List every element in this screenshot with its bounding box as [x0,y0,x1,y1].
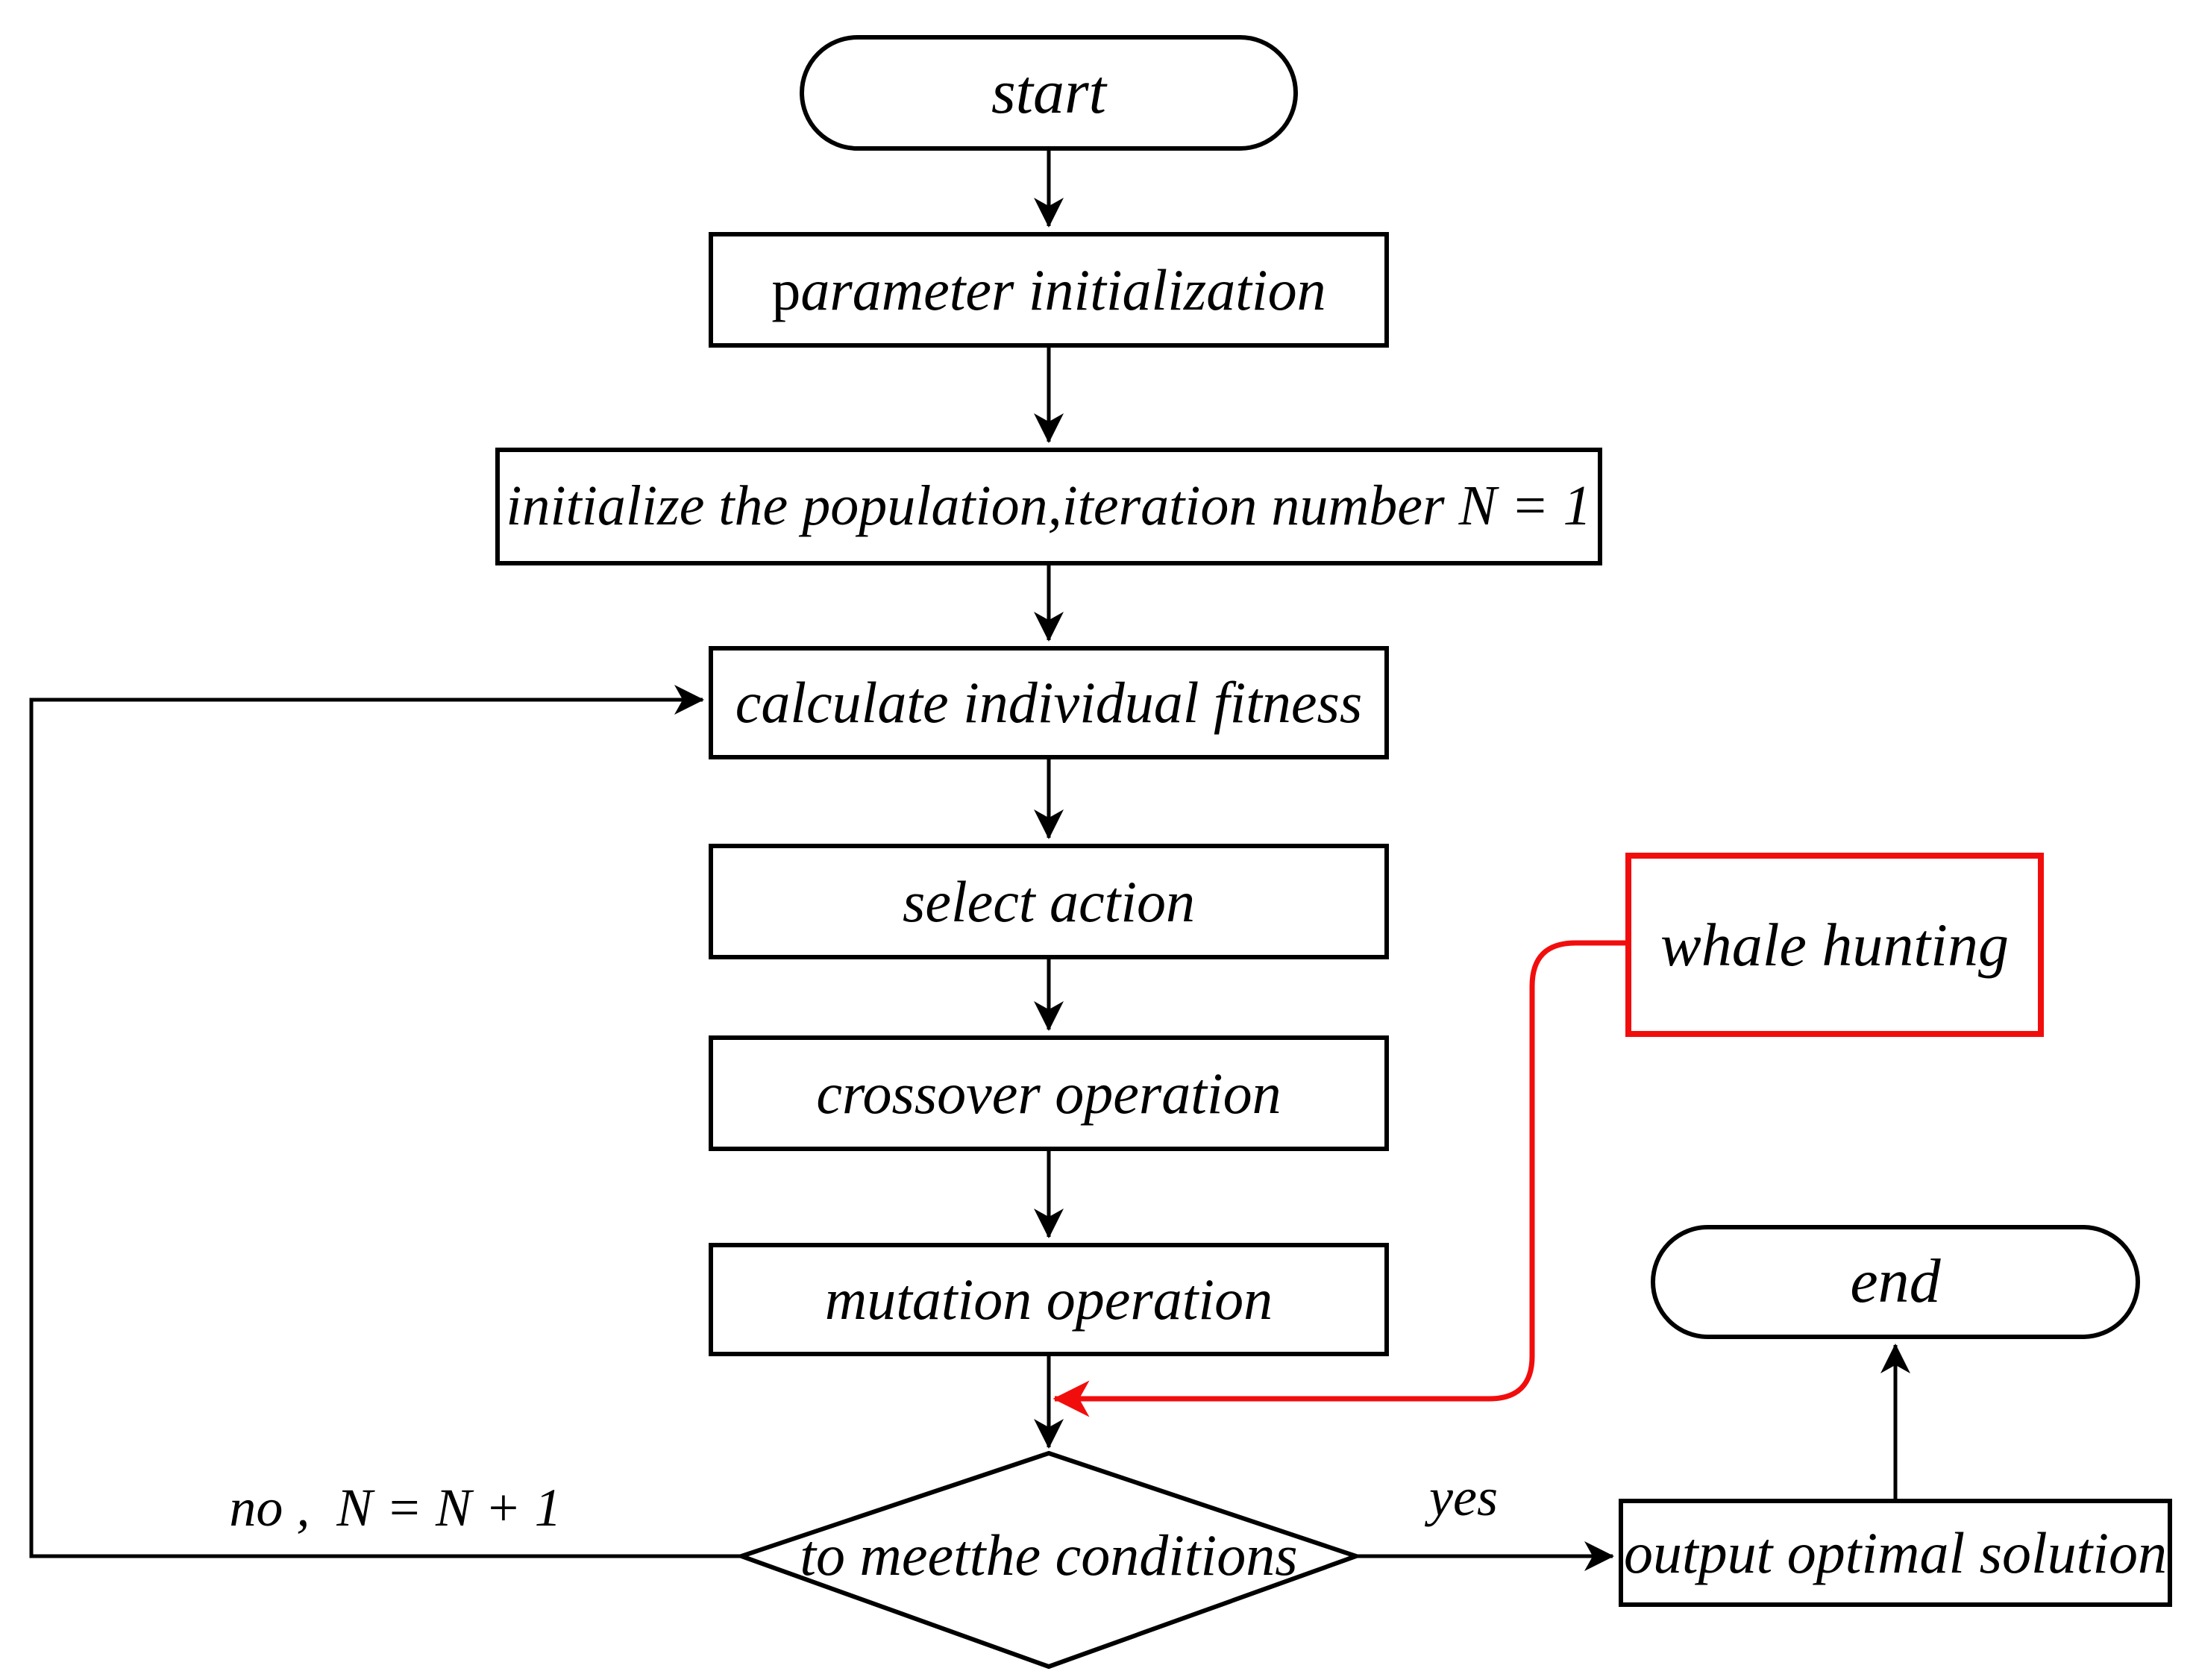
edge-label-yes: yes [1429,1467,1498,1527]
node-whale-hunting-label: whale hunting [1660,910,2009,979]
node-mutation-operation: mutation operation [709,1243,1389,1356]
node-mutation-operation-label: mutation operation [824,1267,1273,1332]
node-start-label: start [991,57,1107,128]
node-calculate-fitness-label: calculate individual fitness [735,670,1363,736]
node-initialize-population-label: initialize the population,iteration numb… [506,474,1592,538]
node-calculate-fitness: calculate individual fitness [709,646,1389,759]
node-parameter-initialization: parameter initialization [709,232,1389,348]
edge-label-no: no , N = N + 1 [229,1478,562,1538]
node-condition-label: to meetthe conditions [800,1523,1298,1587]
node-end: end [1651,1225,2140,1339]
node-whale-hunting: whale hunting [1625,853,2044,1037]
node-select-action-label: select action [902,868,1196,934]
node-end-label: end [1850,1247,1941,1317]
node-output-solution: output optimal solution [1619,1499,2172,1607]
node-crossover-operation: crossover operation [709,1035,1389,1151]
node-output-solution-label: output optimal solution [1623,1520,2168,1585]
node-crossover-operation-label: crossover operation [816,1060,1281,1126]
node-initialize-population: initialize the population,iteration numb… [495,448,1602,565]
node-start: start [800,35,1298,151]
edge-condition-no-loop-to-calculate-fitness [29,685,741,1558]
node-select-action: select action [709,844,1389,959]
node-parameter-initialization-label: parameter initialization [771,257,1326,322]
